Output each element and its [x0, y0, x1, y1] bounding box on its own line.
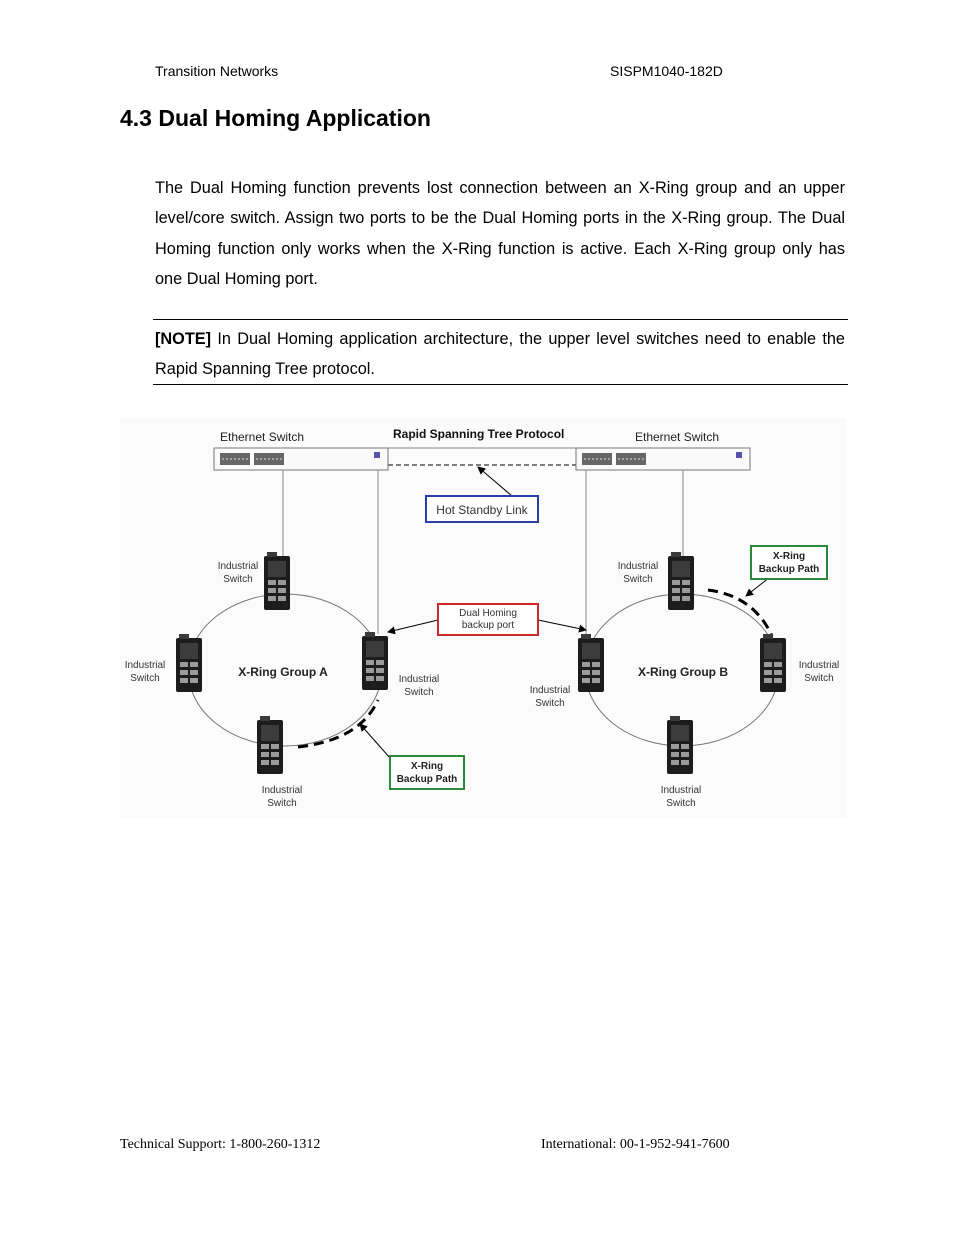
note-top-rule — [153, 319, 848, 320]
xring-b-label-1: X-Ring — [773, 551, 805, 562]
ethernet-switch-right — [575, 447, 751, 471]
xring-a-label-2: Backup Path — [397, 774, 458, 785]
header-company: Transition Networks — [155, 63, 279, 79]
group-b-label: X-Ring Group B — [638, 665, 728, 679]
dual-homing-box — [437, 603, 539, 636]
label-industrial: Industrial — [262, 785, 303, 796]
industrial-switch-a-left — [176, 634, 202, 692]
dual-homing-diagram: Ethernet Switch Ethernet Switch Rapid Sp… — [120, 418, 846, 818]
ethernet-switch-right-label: Ethernet Switch — [635, 430, 719, 444]
dual-homing-label-1: Dual Homing — [459, 608, 517, 619]
label-switch: Switch — [623, 574, 652, 585]
dual-homing-arrow-right — [537, 619, 587, 633]
xring-a-box — [389, 755, 465, 790]
label-industrial: Industrial — [799, 660, 840, 671]
xring-b-arrow — [745, 576, 771, 597]
note-tag: [NOTE] — [155, 330, 212, 348]
label-switch: Switch — [535, 698, 564, 709]
industrial-switch-a-right — [362, 632, 388, 690]
note-text: In Dual Homing application architecture,… — [155, 330, 845, 379]
note-bottom-rule — [153, 384, 848, 385]
label-switch: Switch — [404, 687, 433, 698]
note-box: [NOTE] In Dual Homing application archit… — [155, 324, 845, 385]
group-a-label: X-Ring Group A — [238, 665, 328, 679]
label-industrial: Industrial — [530, 685, 571, 696]
header-doc-id: SISPM1040-182D — [610, 63, 723, 79]
hot-standby-label: Hot Standby Link — [436, 503, 528, 517]
xring-b-box — [750, 545, 828, 580]
label-industrial: Industrial — [661, 785, 702, 796]
label-industrial: Industrial — [618, 561, 659, 572]
label-industrial: Industrial — [218, 561, 259, 572]
label-switch: Switch — [804, 673, 833, 684]
ethernet-switch-left-label: Ethernet Switch — [220, 430, 304, 444]
label-industrial: Industrial — [125, 660, 166, 671]
ethernet-switch-left — [213, 447, 389, 471]
industrial-switch-b-bottom — [667, 716, 693, 774]
label-switch: Switch — [666, 798, 695, 809]
xring-a-arrow — [359, 723, 391, 759]
dual-homing-arrow-left — [387, 619, 439, 635]
industrial-switch-a-top — [264, 552, 290, 610]
industrial-switch-b-right — [760, 634, 786, 692]
section-heading: 4.3 Dual Homing Application — [120, 105, 431, 131]
dual-homing-label-2: backup port — [462, 620, 514, 631]
ring-b-backup-path — [707, 588, 774, 637]
industrial-switch-b-left — [578, 634, 604, 692]
footer-international: International: 00-1-952-941-7600 — [541, 1137, 730, 1152]
industrial-switch-b-top — [668, 552, 694, 610]
hot-standby-box — [425, 495, 539, 523]
footer-support: Technical Support: 1-800-260-1312 — [120, 1137, 321, 1152]
industrial-switch-a-bottom — [257, 716, 283, 774]
body-paragraph: The Dual Homing function prevents lost c… — [155, 179, 845, 288]
label-switch: Switch — [267, 798, 296, 809]
xring-a-label-1: X-Ring — [411, 761, 443, 772]
hot-standby-arrow — [477, 466, 513, 497]
rstp-label: Rapid Spanning Tree Protocol — [393, 427, 564, 441]
xring-b-label-2: Backup Path — [759, 564, 820, 575]
label-switch: Switch — [130, 673, 159, 684]
label-industrial: Industrial — [399, 674, 440, 685]
ring-a-backup-path — [297, 699, 380, 749]
label-switch: Switch — [223, 574, 252, 585]
